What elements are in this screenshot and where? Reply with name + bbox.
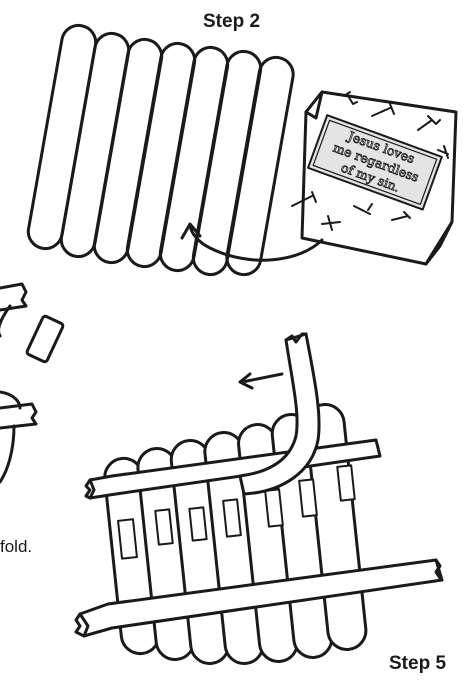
craft-sticks-step-5: [76, 334, 442, 665]
verse-card: Jesus loves me regardless of my sin.: [292, 92, 456, 264]
left-partial-illustration: [0, 284, 64, 482]
craft-sticks-step-2: [26, 23, 296, 278]
